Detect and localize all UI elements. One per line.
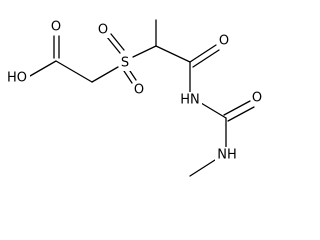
atom-label-layer: HO O S O O O HN O NH (4, 18, 264, 163)
atom-label-sulfur: S (121, 56, 129, 71)
atom-label-acid-carbonyl-oxygen: O (51, 20, 61, 35)
bond-amide-c-o-2 (192, 49, 220, 68)
atom-label-sulfonyl-oxygen-top: O (98, 23, 108, 38)
bond-s-o-top-1 (106, 36, 121, 54)
chemical-structure: HO O S O O O HN O NH (4, 18, 264, 177)
bond-s-o-top-2 (110, 33, 125, 51)
bond-urea-c-o-2 (227, 106, 255, 122)
bond-n-c-urea (200, 102, 227, 119)
bond-ch2-s (91, 66, 119, 83)
bond-s-ch (132, 45, 157, 58)
bond-s-o-bottom-1 (123, 70, 133, 84)
atom-label-sulfonyl-oxygen-bottom: O (134, 83, 144, 98)
bond-c-ch2 (55, 60, 93, 83)
bond-urea-c-o-1 (223, 100, 251, 116)
bond-ho-c (29, 60, 57, 77)
bond-amide-c-o-1 (189, 44, 217, 63)
atom-label-urea-carbonyl-oxygen: O (252, 91, 262, 106)
bond-ch-c-amide (155, 45, 191, 63)
atom-label-methylamino-nh: NH (217, 148, 237, 163)
atom-label-hydroxyl: HO (7, 71, 27, 86)
atom-label-amide-carbonyl-oxygen: O (219, 34, 229, 49)
bond-layer (29, 19, 255, 177)
bond-nh-methyl (189, 159, 216, 177)
atom-label-imide-nh: HN (180, 93, 200, 108)
